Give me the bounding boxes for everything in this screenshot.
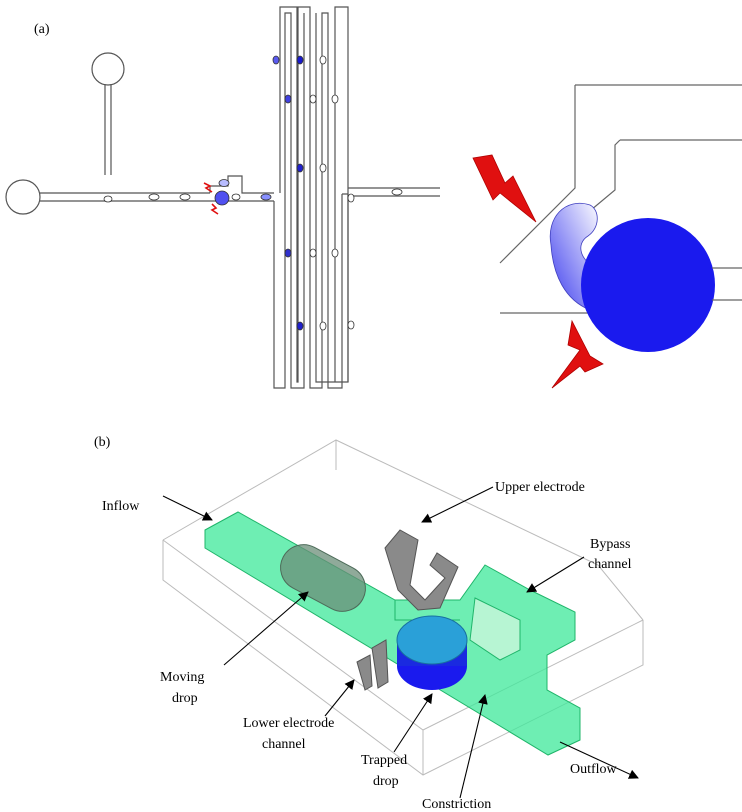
moving-drop bbox=[280, 544, 366, 612]
small-drop bbox=[148, 193, 160, 201]
serpentine-channel bbox=[273, 6, 440, 389]
lower-electrode-label-line1: Lower electrode bbox=[243, 716, 334, 731]
small-drop bbox=[103, 195, 113, 203]
trapped-drop-zoom bbox=[581, 218, 715, 352]
moving-drop-label-line2: drop bbox=[172, 691, 198, 706]
upper-spark-icon bbox=[472, 154, 537, 223]
small-spark-icon bbox=[210, 203, 219, 215]
microfluidic-layout bbox=[5, 52, 274, 215]
small-drop bbox=[218, 179, 230, 187]
trapped-drop-3d bbox=[396, 615, 468, 690]
trapped-drop-label-line1: Trapped bbox=[361, 753, 407, 768]
trapped-drop-small bbox=[214, 190, 230, 206]
main-channel bbox=[40, 192, 210, 202]
panel-a-drops bbox=[103, 55, 403, 331]
outflow-label: Outflow bbox=[570, 762, 618, 777]
inlet-reservoir-left bbox=[5, 179, 41, 215]
inlet-reservoir-top bbox=[91, 52, 125, 86]
upper-electrode bbox=[384, 529, 459, 611]
device-box bbox=[162, 439, 644, 776]
moving-drop-label-line1: Moving bbox=[160, 670, 204, 685]
annotation-arrows bbox=[162, 486, 639, 799]
inflow-label: Inflow bbox=[102, 499, 140, 514]
vertical-feed-channel bbox=[104, 84, 112, 175]
trap-zoom-view bbox=[472, 84, 742, 389]
lower-electrode bbox=[356, 639, 389, 691]
panel-a-label: (a) bbox=[34, 22, 50, 37]
trapped-drop-label-line2: drop bbox=[373, 774, 399, 789]
small-spark-icon bbox=[203, 182, 213, 193]
bypass-label-line2: channel bbox=[588, 557, 632, 572]
panel-b-label: (b) bbox=[94, 435, 111, 450]
lower-spark-icon bbox=[551, 319, 604, 389]
small-drop bbox=[179, 193, 191, 201]
bypass-label-line1: Bypass bbox=[590, 537, 630, 552]
lower-electrode-label-line2: channel bbox=[262, 737, 306, 752]
constriction-label: Constriction bbox=[422, 797, 491, 812]
upper-electrode-label: Upper electrode bbox=[495, 480, 585, 495]
